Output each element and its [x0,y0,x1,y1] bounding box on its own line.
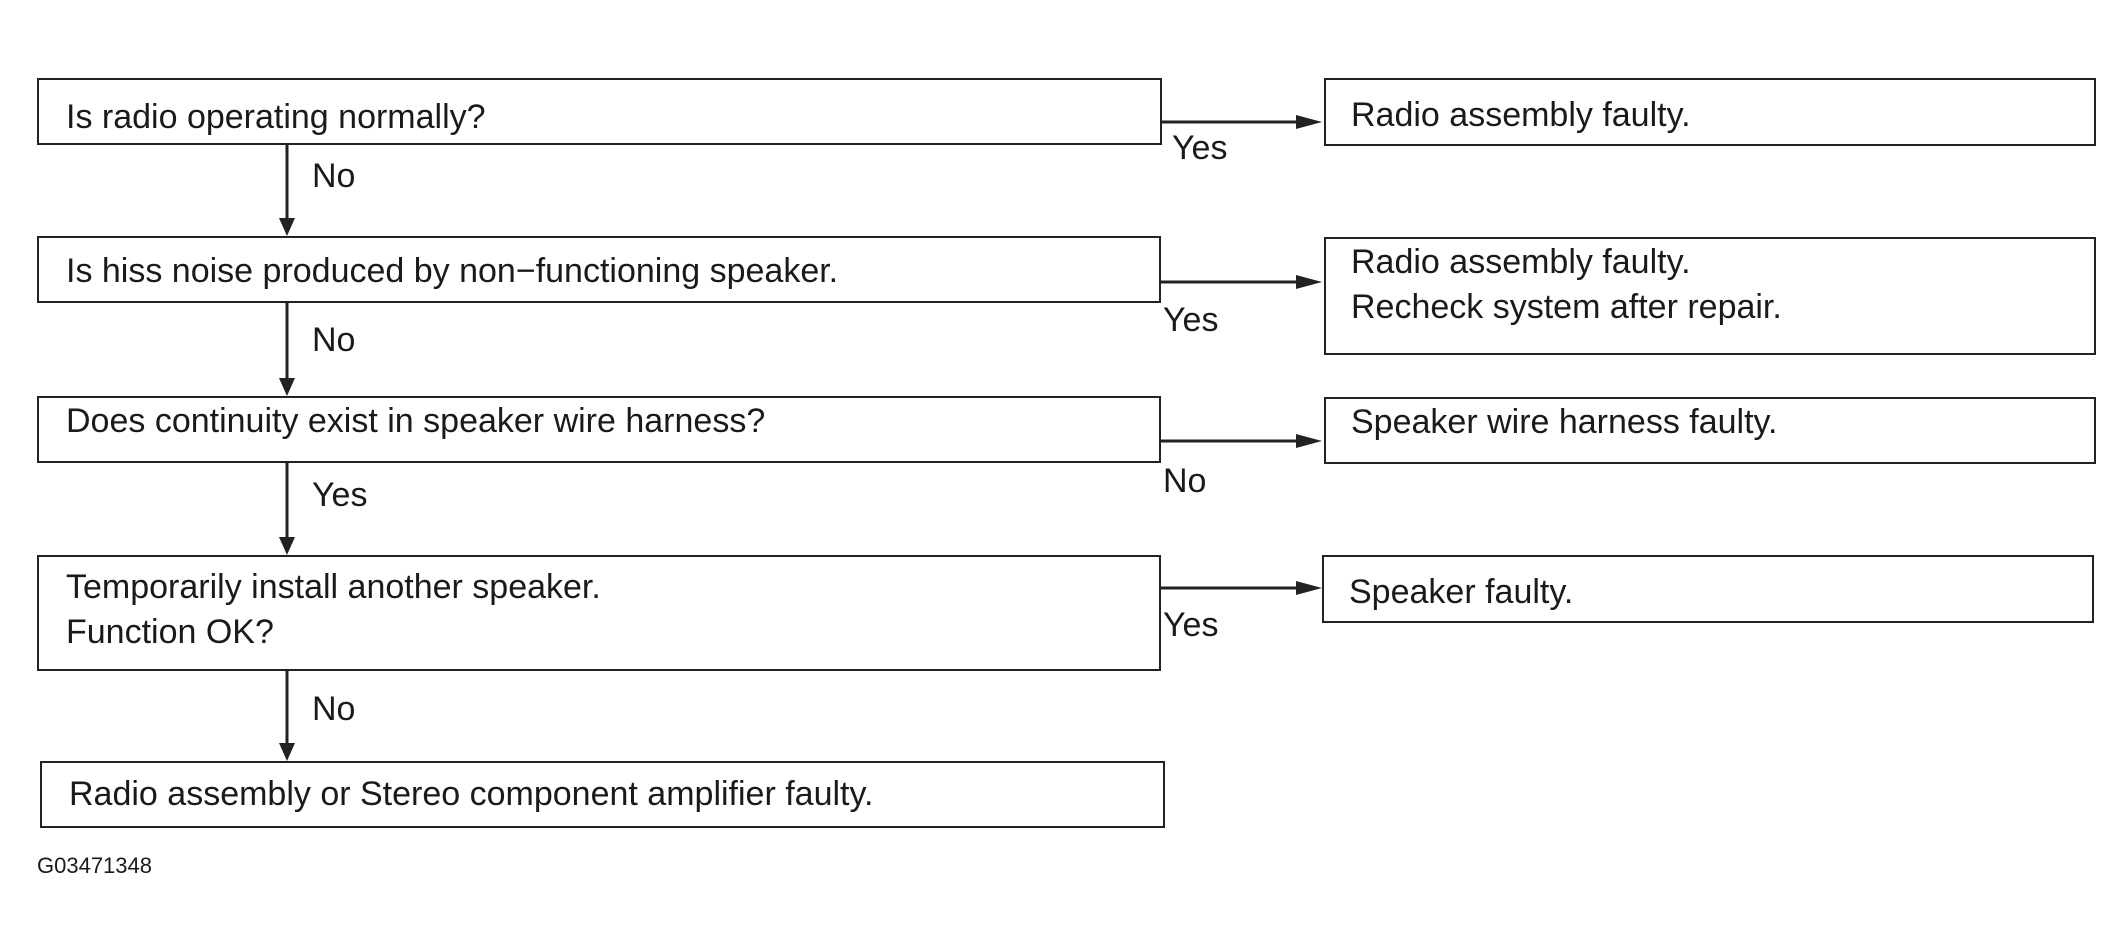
figure-id: G03471348 [37,853,152,878]
result-box-4: Speaker faulty. [1322,555,2094,623]
result-box-3: Speaker wire harness faulty. [1324,397,2096,464]
question-4-line-1: Temporarily install another speaker. [66,568,601,606]
question-box-1: Is radio operating normally? [37,78,1162,145]
question-2-text: Is hiss noise produced by non−functionin… [66,252,839,290]
question-box-2: Is hiss noise produced by non−functionin… [37,236,1161,303]
branch-label-down-1: No [312,157,356,195]
branch-label-down-2: No [312,321,356,359]
result-box-1: Radio assembly faulty. [1324,78,2096,146]
branch-label-down-3: Yes [312,476,368,514]
down-arrowhead-4 [279,743,295,761]
result-3-text: Speaker wire harness faulty. [1351,403,1778,441]
right-arrowhead-4 [1296,581,1322,595]
question-3-text: Does continuity exist in speaker wire ha… [66,402,766,440]
down-arrowhead-1 [279,218,295,236]
right-arrowhead-3 [1296,434,1322,448]
right-arrowhead-2 [1296,275,1322,289]
result-box-2: Radio assembly faulty. Recheck system af… [1324,237,2096,355]
branch-label-right-1: Yes [1172,129,1228,167]
result-2-line-1: Radio assembly faulty. [1351,243,1691,281]
final-result-box: Radio assembly or Stereo component ampli… [40,761,1165,828]
question-1-text: Is radio operating normally? [66,98,486,136]
result-2-line-2: Recheck system after repair. [1351,288,1782,326]
down-arrowhead-2 [279,378,295,396]
result-4-text: Speaker faulty. [1349,573,1574,611]
question-box-4: Temporarily install another speaker. Fun… [37,555,1161,671]
down-arrowhead-3 [279,537,295,555]
branch-label-right-2: Yes [1163,301,1219,339]
question-4-line-2: Function OK? [66,613,274,651]
result-1-text: Radio assembly faulty. [1351,96,1691,134]
branch-label-right-3: No [1163,462,1207,500]
branch-label-down-4: No [312,690,356,728]
question-box-3: Does continuity exist in speaker wire ha… [37,396,1161,463]
final-result-text: Radio assembly or Stereo component ampli… [69,775,874,813]
branch-label-right-4: Yes [1163,606,1219,644]
right-arrowhead-1 [1296,115,1322,129]
